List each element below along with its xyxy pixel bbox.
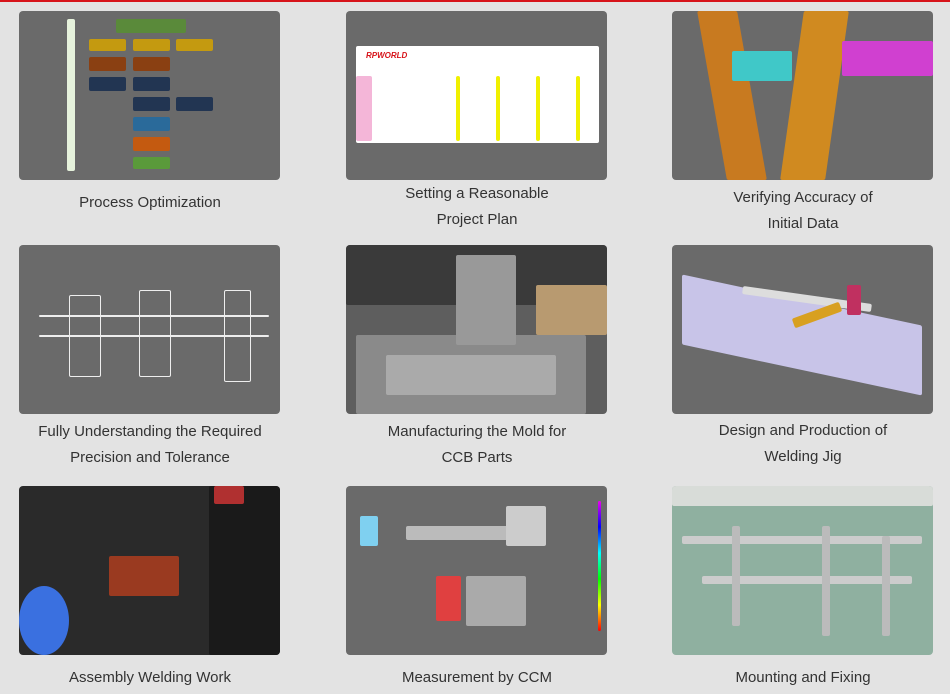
caption-line: Project Plan — [436, 211, 518, 228]
technical-drawing-image[interactable] — [19, 245, 280, 414]
process-optimization-image[interactable] — [19, 11, 280, 180]
project-plan-image[interactable]: RPWORLD — [346, 11, 607, 180]
caption: Manufacturing the Mold for CCB Parts — [327, 419, 627, 471]
caption-line: Verifying Accuracy of — [733, 189, 873, 206]
caption-line: Setting a Reasonable — [405, 185, 549, 202]
measurement-image[interactable] — [346, 486, 607, 655]
caption: Assembly Welding Work — [0, 665, 300, 691]
caption: Measurement by CCM — [327, 665, 627, 691]
caption-line: Measurement by CCM — [401, 669, 553, 686]
caption-line: Welding Jig — [764, 448, 842, 465]
mold-photo[interactable] — [346, 245, 607, 414]
caption: Mounting and Fixing — [653, 665, 950, 691]
welding-jig-image[interactable] — [672, 245, 933, 414]
top-accent-bar — [0, 0, 950, 2]
caption-line: Fully Understanding the Required — [38, 423, 262, 440]
cad-model-image[interactable] — [672, 11, 933, 180]
caption-line: Design and Production of — [718, 422, 888, 439]
caption-line: Assembly Welding Work — [69, 669, 231, 686]
mounting-photo[interactable] — [672, 486, 933, 655]
welding-photo[interactable] — [19, 486, 280, 655]
caption-line: Precision and Tolerance — [70, 449, 230, 466]
caption: Fully Understanding the Required Precisi… — [0, 419, 300, 471]
caption-line: Initial Data — [767, 215, 839, 232]
caption: Setting a Reasonable Project Plan — [327, 181, 627, 233]
caption-line: Manufacturing the Mold for — [387, 423, 567, 440]
caption: Verifying Accuracy of Initial Data — [653, 185, 950, 237]
caption-line: Mounting and Fixing — [735, 669, 871, 686]
arrow-icon — [67, 19, 75, 171]
caption: Design and Production of Welding Jig — [653, 418, 950, 470]
caption-line: Process Optimization — [79, 194, 221, 211]
caption: Process Optimization — [0, 190, 300, 216]
caption-line: CCB Parts — [441, 449, 513, 466]
